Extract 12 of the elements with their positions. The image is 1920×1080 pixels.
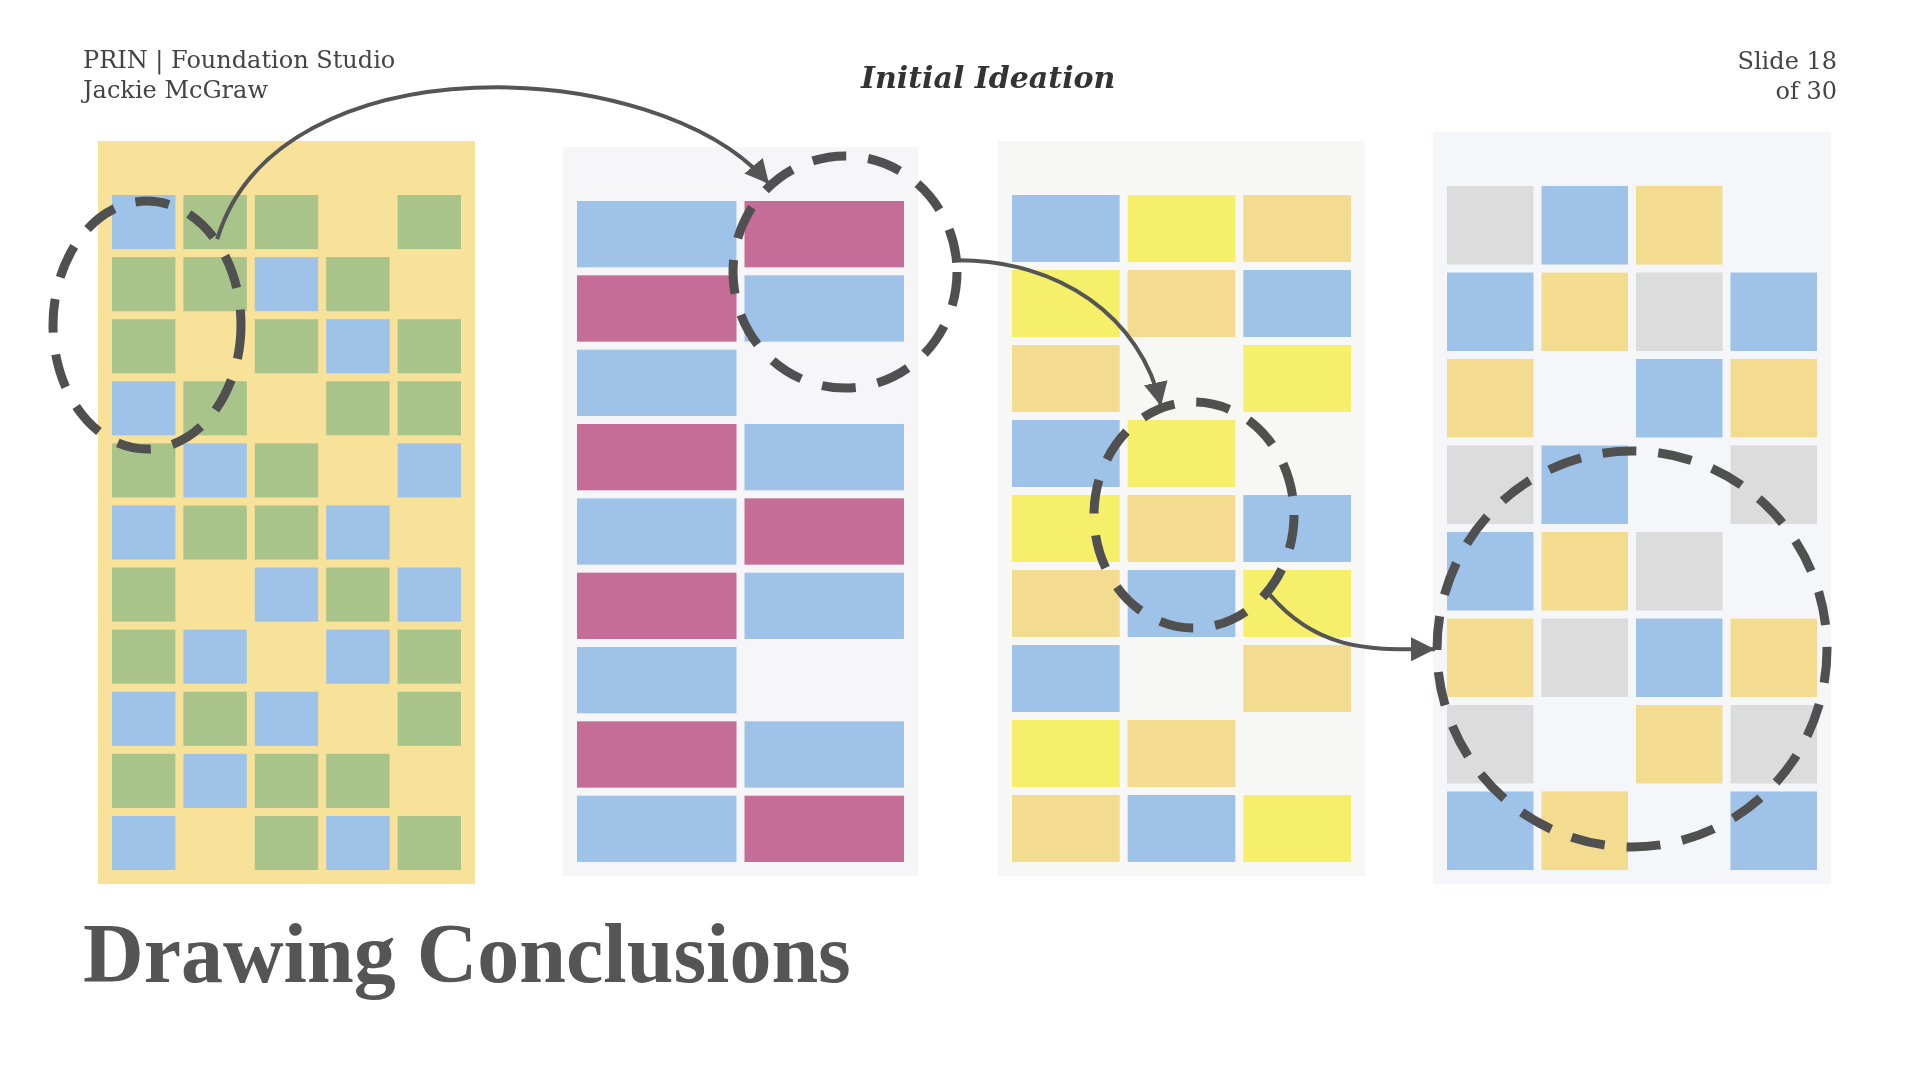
slide-number: Slide 18 of 30 <box>1736 46 1837 106</box>
dashed-circle <box>729 152 961 392</box>
dashed-circle <box>49 197 245 453</box>
section-heading: Initial Ideation <box>861 60 1116 95</box>
arrow <box>1267 592 1435 662</box>
dashed-circle <box>1090 398 1298 632</box>
arrow <box>958 258 1166 407</box>
course-name: PRIN | Foundation Studio <box>83 46 396 74</box>
arrow <box>215 85 771 240</box>
dashed-circle <box>1433 447 1831 851</box>
slide-title: Drawing Conclusions <box>83 906 851 1002</box>
author-name: Jackie McGraw <box>83 76 268 104</box>
